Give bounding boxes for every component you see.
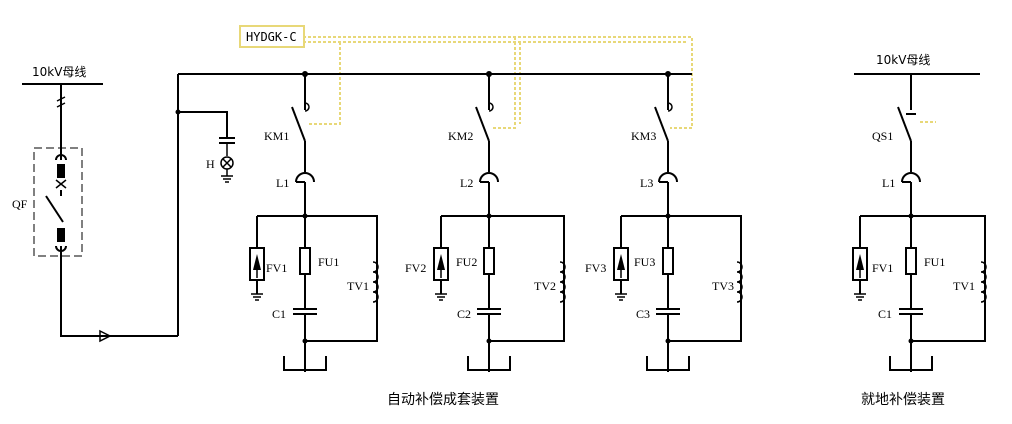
controller-label: HYDGK-C [246,30,297,44]
pt-coil-icon [736,261,743,303]
qf-label: QF [12,197,28,211]
pt-label: TV3 [712,279,734,293]
qf-blade [45,195,64,223]
control-lines [303,36,936,129]
arrester-label: FV3 [585,261,606,275]
reactor-label: L3 [640,176,653,190]
caption-auto: 自动补偿成套装置 [387,392,499,408]
reactor-label: L1 [882,176,895,190]
reactor-icon [295,172,315,183]
local-compensation-group: 10kV母线 QS1 L1 FV1 FU1 C1 TV1 [852,53,987,372]
reactor-label: L2 [460,176,473,190]
fuse-label: FU3 [634,255,655,269]
right-bus-label: 10kV母线 [876,53,930,67]
reactor-icon [479,172,499,183]
qf-cross-mark [55,179,67,189]
capacitor-group-2: KM2 L2 FV2 FU2 C2 TV2 [405,71,566,372]
left-incomer: 10kV母线 QF [12,65,179,343]
capacitor-label: C2 [457,307,471,321]
caption-local: 就地补偿装置 [861,392,945,408]
arrester-label: FV1 [266,261,287,275]
ground-icon [221,175,233,183]
capacitor-label: C3 [636,307,650,321]
fuse-label: FU1 [924,255,945,269]
left-bus-label: 10kV母线 [32,65,86,79]
disconnect-mark [56,96,66,108]
fuse-label: FU2 [456,255,477,269]
pt-label: TV1 [347,279,369,293]
switch-label: KM3 [631,129,656,143]
switch-label: KM1 [264,129,289,143]
reactor-icon [658,172,678,183]
switch-blade [897,106,912,142]
capacitor-group-3: KM3 L3 FV3 FU3 C3 TV3 [585,71,743,372]
pt-coil-icon [372,261,379,303]
reactor-label: L1 [276,176,289,190]
pt-label: TV1 [953,279,975,293]
switch-label: QS1 [872,129,893,143]
switch-blade [291,106,306,142]
pt-coil-icon [980,261,987,303]
switch-label: KM2 [448,129,473,143]
switch-blade [475,106,490,142]
main-bus: H [175,73,692,183]
capacitor-label: C1 [272,307,286,321]
flow-arrow [99,329,112,343]
indicator-label: H [206,157,215,171]
pt-label: TV2 [534,279,556,293]
controller-box: HYDGK-C [239,25,305,48]
capacitor-label: C1 [878,307,892,321]
pt-coil-icon [559,261,566,303]
reactor-icon [901,172,921,183]
indicator-lamp-icon [220,156,234,170]
arrester-label: FV2 [405,261,426,275]
fuse-label: FU1 [318,255,339,269]
switch-blade [654,106,669,142]
capacitor-group-1: KM1 L1 FV1 FU1 C1 TV1 [249,71,379,372]
arrester-label: FV1 [872,261,893,275]
qf-enclosure [33,147,83,257]
